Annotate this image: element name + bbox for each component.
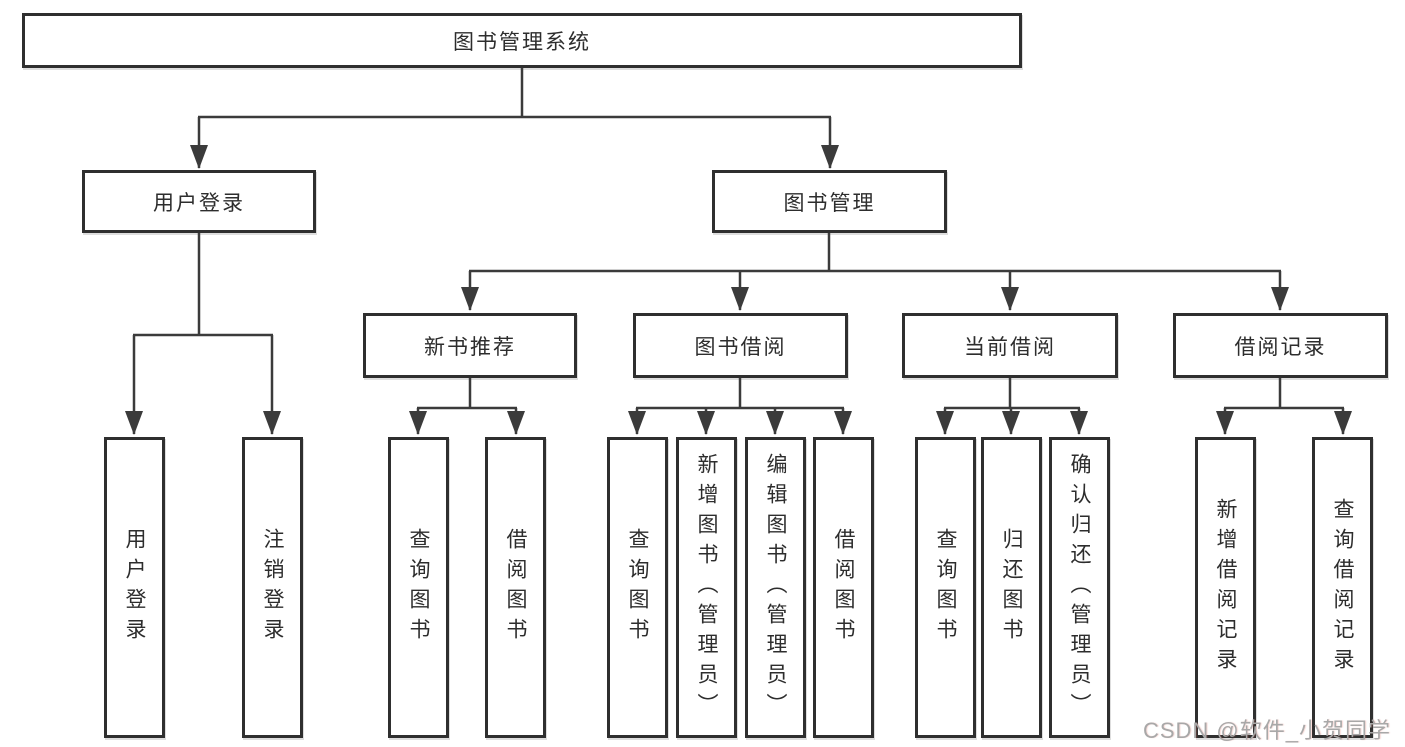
leaf-logout-login: 注销登录 [242, 437, 303, 738]
leaf-return-books: 归还图书 [981, 437, 1042, 738]
leaf-query-books-borrowing: 查询图书 [607, 437, 668, 738]
leaf-query-borrow-record: 查询借阅记录 [1312, 437, 1373, 738]
leaf-borrow-books-borrowing: 借阅图书 [813, 437, 874, 738]
leaf-add-borrow-record: 新增借阅记录 [1195, 437, 1256, 738]
node-current-borrowing: 当前借阅 [902, 313, 1118, 378]
node-library-system: 图书管理系统 [22, 13, 1022, 68]
node-new-book-recommendation: 新书推荐 [363, 313, 577, 378]
leaf-query-books-current: 查询图书 [915, 437, 976, 738]
leaf-query-books-recommend: 查询图书 [388, 437, 449, 738]
node-book-management: 图书管理 [712, 170, 947, 233]
leaf-user-login: 用户登录 [104, 437, 165, 738]
node-user-login-group: 用户登录 [82, 170, 316, 233]
leaf-add-books-admin: 新增图书（管理员） [676, 437, 737, 738]
node-book-borrowing: 图书借阅 [633, 313, 848, 378]
leaf-confirm-return-admin: 确认归还（管理员） [1049, 437, 1110, 738]
leaf-edit-books-admin: 编辑图书（管理员） [745, 437, 806, 738]
node-borrowing-records: 借阅记录 [1173, 313, 1388, 378]
watermark: CSDN @软件_小贺同学 [1142, 718, 1391, 743]
leaf-borrow-books-recommend: 借阅图书 [485, 437, 546, 738]
